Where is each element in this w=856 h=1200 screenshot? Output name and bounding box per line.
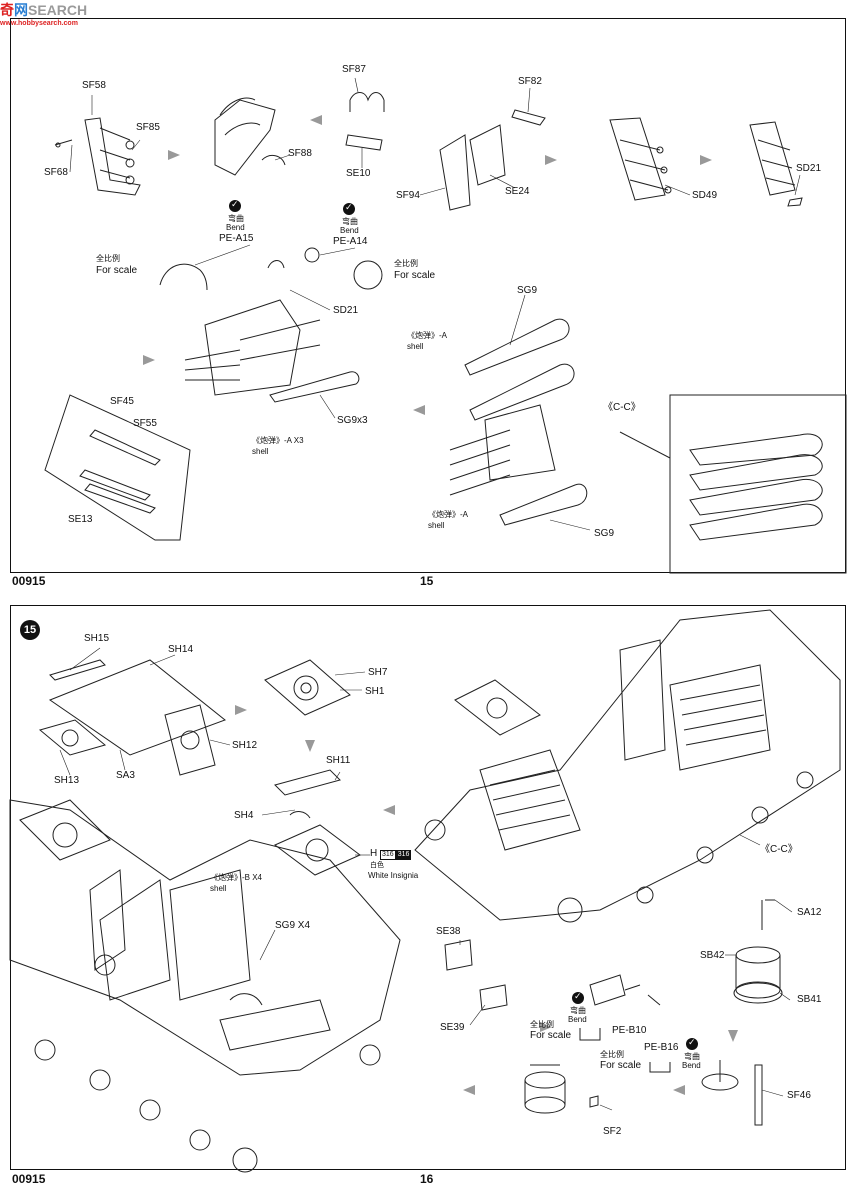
instruction-page-16: 15: [0, 600, 856, 1200]
watermark-part1: 奇: [0, 2, 14, 18]
label-sh4: SH4: [234, 810, 254, 821]
label-sf45: SF45: [110, 396, 134, 407]
label-pe-b10: PE-B10: [612, 1025, 647, 1036]
label-bend2-en: Bend: [340, 226, 359, 235]
section-label-cc-bottom: 《C-C》: [760, 844, 798, 855]
label-sf46: SF46: [787, 1090, 811, 1101]
label-scale4-en: For scale: [600, 1060, 642, 1071]
label-scale2-en: For scale: [394, 270, 436, 281]
label-sa12: SA12: [797, 907, 822, 918]
label-bend1-cn: 弯曲: [228, 214, 244, 223]
decal-prefix: H: [370, 848, 378, 859]
label-se13: SE13: [68, 514, 93, 525]
label-bend2-cn: 弯曲: [342, 217, 358, 226]
label-sg9-a: SG9: [517, 285, 538, 296]
label-scale2-cn: 全比例: [394, 259, 418, 268]
label-sg9-b: SG9: [594, 528, 615, 539]
label-sa3: SA3: [116, 770, 135, 781]
section-label-cc-top: 《C-C》: [603, 402, 641, 413]
label-scale1-en: For scale: [96, 265, 138, 276]
label-sf94: SF94: [396, 190, 420, 201]
label-sf87: SF87: [342, 64, 366, 75]
label-white-insignia: White Insignia: [368, 871, 419, 880]
label-se38: SE38: [436, 926, 461, 937]
decal-number-a: 316: [380, 850, 396, 860]
label-scale3-cn: 全比例: [530, 1020, 554, 1029]
label-sf58: SF58: [82, 80, 106, 91]
label-sh1: SH1: [365, 686, 385, 697]
bend-icon: [686, 1037, 698, 1050]
label-sf82: SF82: [518, 76, 542, 87]
page-number-bottom: 16: [420, 1172, 434, 1186]
label-scale3-en: For scale: [530, 1030, 572, 1041]
label-shell3-en: shell: [428, 521, 445, 530]
label-shell1-cn: 《炮弹》-A X3: [252, 436, 304, 445]
decal-number-b: 316: [395, 850, 412, 860]
label-sg9x4: SG9 X4: [275, 920, 311, 931]
label-sf88: SF88: [288, 148, 312, 159]
label-shell2-en: shell: [407, 342, 424, 351]
label-bend4-en: Bend: [682, 1061, 701, 1070]
step-number-badge: 15: [20, 620, 40, 640]
page-number-top: 15: [420, 574, 434, 588]
assembly-drawing-bottom: [9, 609, 841, 1173]
label-white-cn: 白色: [370, 862, 384, 869]
label-pe-a14: PE-A14: [333, 236, 368, 247]
label-scale4-cn: 全比例: [600, 1050, 624, 1059]
bend-icon: [343, 202, 355, 215]
label-pe-b16: PE-B16: [644, 1042, 679, 1053]
label-sf55: SF55: [133, 418, 157, 429]
label-sb41: SB41: [797, 994, 822, 1005]
label-shell2-cn: 《炮弹》-A: [407, 331, 447, 340]
instruction-page-15: SF58 SF85 SF68 SF88 SF87 SE10 SF82 SF94 …: [0, 0, 856, 598]
label-se10: SE10: [346, 168, 371, 179]
label-bend3-en: Bend: [568, 1015, 587, 1024]
label-sh13: SH13: [54, 775, 80, 786]
label-shell-b-en: shell: [210, 884, 227, 893]
page-code-bottom: 00915: [12, 1172, 46, 1186]
label-sh11: SH11: [326, 755, 351, 766]
label-sf2: SF2: [603, 1126, 622, 1137]
label-shell1-en: shell: [252, 447, 269, 456]
label-sf68: SF68: [44, 167, 68, 178]
label-sb42: SB42: [700, 950, 725, 961]
label-sh14: SH14: [168, 644, 194, 655]
label-sh12: SH12: [232, 740, 258, 751]
page-frame-top: [10, 18, 846, 573]
assembly-drawing-top: [44, 77, 847, 574]
label-sg9x3: SG9x3: [337, 415, 368, 426]
label-pe-a15: PE-A15: [219, 233, 254, 244]
label-bend1-en: Bend: [226, 223, 245, 232]
label-sh7: SH7: [368, 667, 388, 678]
label-scale1-cn: 全比例: [96, 254, 120, 263]
label-shell3-cn: 《炮弹》-A: [428, 510, 468, 519]
bend-icon: [572, 991, 584, 1004]
label-se24: SE24: [505, 186, 530, 197]
page-code-top: 00915: [12, 574, 46, 588]
label-se39: SE39: [440, 1022, 465, 1033]
watermark-logo: 奇网SEARCH www.hobbysearch.com: [0, 0, 87, 28]
watermark-part3: SEARCH: [28, 2, 88, 18]
watermark-sub: www.hobbysearch.com: [0, 20, 78, 27]
label-sh15: SH15: [84, 633, 110, 644]
label-sd21-mid: SD21: [333, 305, 359, 316]
bend-icon: [229, 199, 241, 212]
label-sd21-top: SD21: [796, 163, 822, 174]
label-bend4-cn: 弯曲: [684, 1052, 700, 1061]
label-sf85: SF85: [136, 122, 160, 133]
watermark-part2: 网: [14, 2, 28, 18]
label-shell-b-cn: 《炮弹》-B X4: [210, 873, 263, 882]
label-sd49: SD49: [692, 190, 718, 201]
label-bend3-cn: 弯曲: [570, 1006, 586, 1015]
